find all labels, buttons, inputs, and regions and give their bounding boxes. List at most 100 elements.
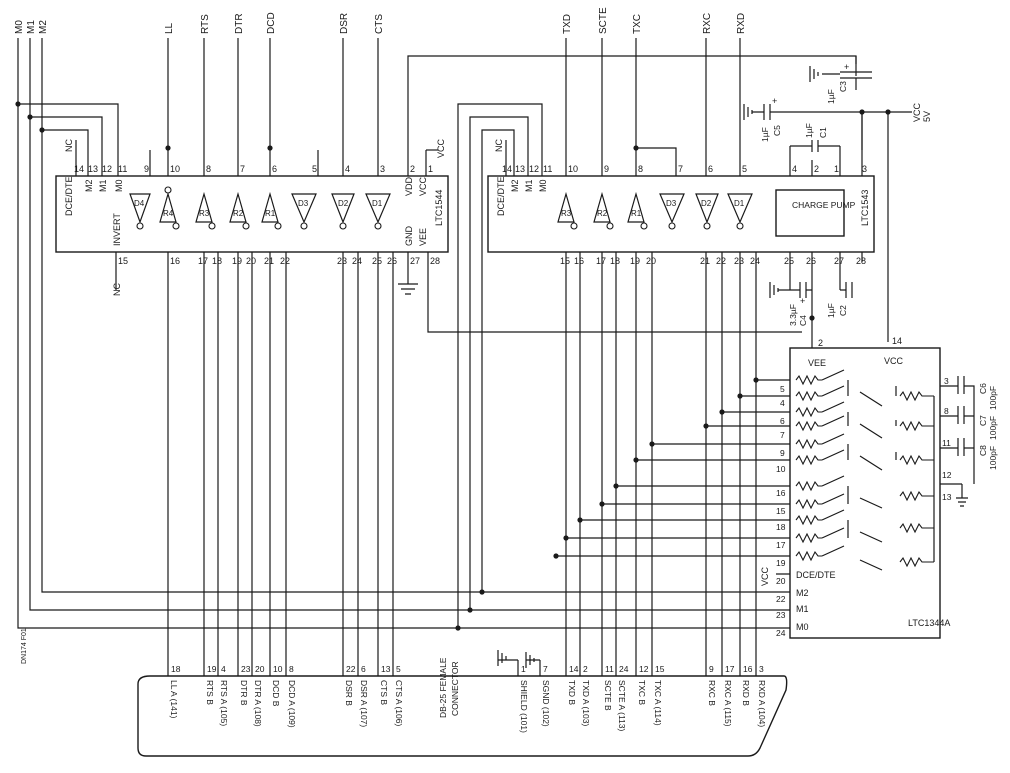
svg-text:+: + xyxy=(844,62,849,72)
c1-name: C1 xyxy=(818,127,828,138)
vcc-label: VCC xyxy=(912,102,922,122)
l1344-pin-6: 6 xyxy=(780,416,785,426)
c3-value: 1µF xyxy=(826,89,836,104)
nc-bottom: NC xyxy=(112,283,122,296)
l1344-pin-22: 22 xyxy=(776,594,786,604)
connector-title: DB-25 FEMALE xyxy=(438,657,448,718)
r-pin-3: 3 xyxy=(862,164,867,174)
connector-pin-num: 5 xyxy=(396,664,401,674)
l1344-pin-10: 10 xyxy=(776,464,786,474)
vee-label: VEE xyxy=(418,228,428,246)
charge-pump-block xyxy=(775,189,845,237)
label-rts: RTS xyxy=(200,14,211,34)
gate-r2 xyxy=(229,191,247,223)
svg-text:+: + xyxy=(800,296,805,306)
connector-pin-label: RTS A (105) xyxy=(219,680,229,726)
connector-pin-label: DCD B xyxy=(271,680,281,707)
pin-25: 25 xyxy=(372,256,382,266)
pin-12: 12 xyxy=(102,164,112,174)
ltc1344-m2: M2 xyxy=(796,588,809,598)
connector-pin-num: 14 xyxy=(569,664,579,674)
r-m2-label: M2 xyxy=(510,179,520,192)
connector-pin-label: RXC B xyxy=(707,680,717,706)
connector-pin-num: 3 xyxy=(759,664,764,674)
ltc1344-name: LTC1344A xyxy=(908,618,950,628)
connector-pin-label: TXC B xyxy=(637,680,647,705)
gate-label-d4: D4 xyxy=(134,199,145,208)
connector-pin-label: SGND (102) xyxy=(541,680,551,727)
pin-14: 14 xyxy=(74,164,84,174)
pin-4: 4 xyxy=(345,164,350,174)
ltc1344-vee-pin: 2 xyxy=(818,338,823,348)
r-pin-2: 2 xyxy=(814,164,819,174)
pin-19: 19 xyxy=(232,256,242,266)
r1344-pin-13: 13 xyxy=(942,492,952,502)
l1344-pin-16: 16 xyxy=(776,488,786,498)
label-dtr: DTR xyxy=(234,13,245,34)
gate-label-d2: D2 xyxy=(338,199,349,208)
connector-pin-num: 15 xyxy=(655,664,665,674)
pin-11: 11 xyxy=(118,164,127,174)
r-gate-d3 xyxy=(659,193,685,224)
l1344-pin-20: 20 xyxy=(776,576,786,586)
connector-pin-label: RXC A (115) xyxy=(723,680,733,727)
l1344-pin-17: 17 xyxy=(776,540,786,550)
top-signal-labels: M0 M1 M2 LL RTS DTR DCD DSR CTS TXD SCTE… xyxy=(14,7,747,34)
r-pin-27: 27 xyxy=(834,256,844,266)
l1344-pin-4: 4 xyxy=(780,398,785,408)
r-gate-label-d2: D2 xyxy=(701,199,712,208)
label-txc: TXC xyxy=(632,14,643,34)
pin-8: 8 xyxy=(206,164,211,174)
pin-20: 20 xyxy=(246,256,256,266)
connector-pin-num: 23 xyxy=(241,664,251,674)
connector-pin-num: 13 xyxy=(381,664,391,674)
connector-pin-label: DSR B xyxy=(344,680,354,706)
ltc1344-dce-dte: DCE/DTE xyxy=(796,570,836,580)
pin-22: 22 xyxy=(280,256,290,266)
pin-27: 27 xyxy=(410,256,420,266)
connector-pin-num: 4 xyxy=(221,664,226,674)
r-pin-6: 6 xyxy=(708,164,713,174)
connector-pin-label: DTR A (108) xyxy=(253,680,263,727)
c5-value: 1µF xyxy=(760,127,770,142)
r-pin-18: 18 xyxy=(610,256,620,266)
invert-label: INVERT xyxy=(112,213,122,246)
c7-value: 100pF xyxy=(988,416,998,440)
connector-pin-label: DSR A (107) xyxy=(359,680,369,727)
r-m1-label: M1 xyxy=(524,179,534,192)
pin-28: 28 xyxy=(430,256,440,266)
r-pin-14: 14 xyxy=(502,164,512,174)
r-gate-label-d3: D3 xyxy=(666,199,677,208)
connector-pin-num: 9 xyxy=(709,664,714,674)
connector-pin-label: RXD A (104) xyxy=(757,680,767,727)
ltc1344-vcc: VCC xyxy=(884,356,904,366)
vcc-top-label: VCC xyxy=(436,138,446,158)
c7-name: C7 xyxy=(978,415,988,426)
connector-pin-num: 24 xyxy=(619,664,629,674)
r-pin-24: 24 xyxy=(750,256,760,266)
label-txd: TXD xyxy=(562,14,573,34)
connector-pin-label: TXC A (114) xyxy=(653,680,663,726)
gate-label-d3: D3 xyxy=(298,199,309,208)
ltc1344-m1: M1 xyxy=(796,604,809,614)
r-pin-9: 9 xyxy=(604,164,609,174)
connector-pin-num: 12 xyxy=(639,664,649,674)
m2-label: M2 xyxy=(84,179,94,192)
l1344-pin-15: 15 xyxy=(776,506,786,516)
r-pin-10: 10 xyxy=(568,164,578,174)
r1344-pin-3: 3 xyxy=(944,376,949,386)
gate-r1 xyxy=(261,191,279,223)
gnd-label: GND xyxy=(404,226,414,247)
r-pin-7: 7 xyxy=(678,164,683,174)
l1344-pin-5: 5 xyxy=(780,384,785,394)
c4-value: 3.3µF xyxy=(788,304,798,326)
r-gate-label-r3: R3 xyxy=(561,209,572,218)
c6-value: 100pF xyxy=(988,386,998,410)
label-scte: SCTE xyxy=(598,7,609,34)
connector-pin-num: 10 xyxy=(273,664,283,674)
r-m0-label: M0 xyxy=(538,179,548,192)
c5-name: C5 xyxy=(772,125,782,136)
r-pin-5: 5 xyxy=(742,164,747,174)
power-section: + C3 1µF VCC 5V + C5 1µF 1µF C1 + C4 3.3… xyxy=(743,56,932,348)
